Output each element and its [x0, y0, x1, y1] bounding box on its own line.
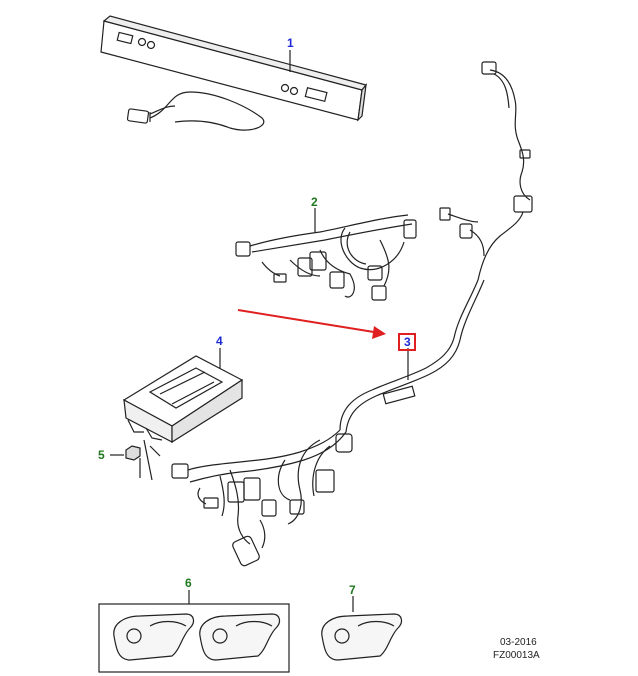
callout-3[interactable]: 3: [404, 335, 411, 349]
footer-code: FZ00013A: [493, 650, 540, 661]
callout-7[interactable]: 7: [349, 583, 356, 597]
callout-5[interactable]: 5: [98, 448, 105, 462]
part-2-harness[interactable]: [235, 208, 417, 301]
callout-1[interactable]: 1: [287, 36, 294, 50]
callout-6[interactable]: 6: [185, 576, 192, 590]
callout-2[interactable]: 2: [311, 195, 318, 209]
red-arrow-icon: [237, 309, 386, 339]
part-5-nut[interactable]: [110, 439, 161, 481]
callout-3-highlight: [398, 333, 416, 351]
part-1-panel[interactable]: [100, 15, 368, 122]
footer-date: 03-2016: [500, 637, 537, 648]
part-4-module[interactable]: [122, 348, 244, 444]
part-3-harness[interactable]: [171, 61, 533, 567]
part-6-connectors[interactable]: [98, 590, 290, 673]
part-7-connector[interactable]: [321, 596, 403, 661]
part-1-cable[interactable]: [126, 91, 265, 131]
callout-4[interactable]: 4: [216, 334, 223, 348]
